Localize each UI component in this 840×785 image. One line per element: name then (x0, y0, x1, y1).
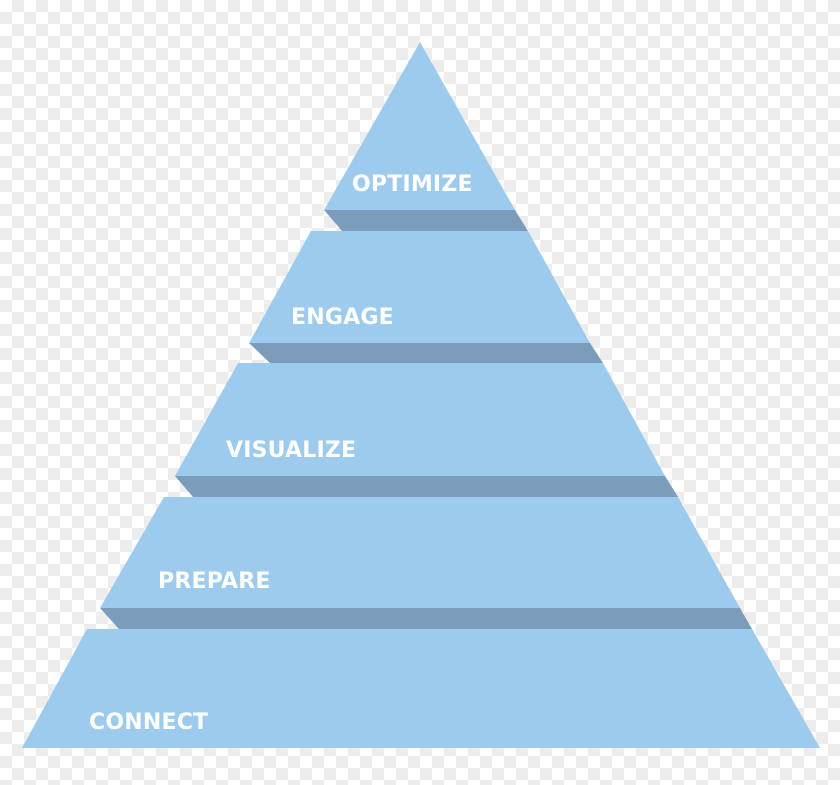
tier-shadow-visualize (175, 476, 678, 497)
tier-shadow-prepare (100, 608, 752, 629)
tier-connect (22, 629, 820, 748)
tier-label-optimize: OPTIMIZE (352, 172, 473, 197)
tier-label-engage: ENGAGE (291, 305, 394, 330)
tier-label-connect: CONNECT (89, 710, 208, 735)
tier-label-visualize: VISUALIZE (226, 438, 356, 463)
tier-label-prepare: PREPARE (158, 569, 271, 594)
tier-engage (249, 231, 590, 343)
tier-optimize (324, 42, 515, 210)
tier-prepare (100, 497, 740, 608)
tier-shadow-engage (249, 343, 603, 363)
tier-shadow-optimize (324, 210, 528, 231)
tier-visualize (175, 363, 665, 476)
